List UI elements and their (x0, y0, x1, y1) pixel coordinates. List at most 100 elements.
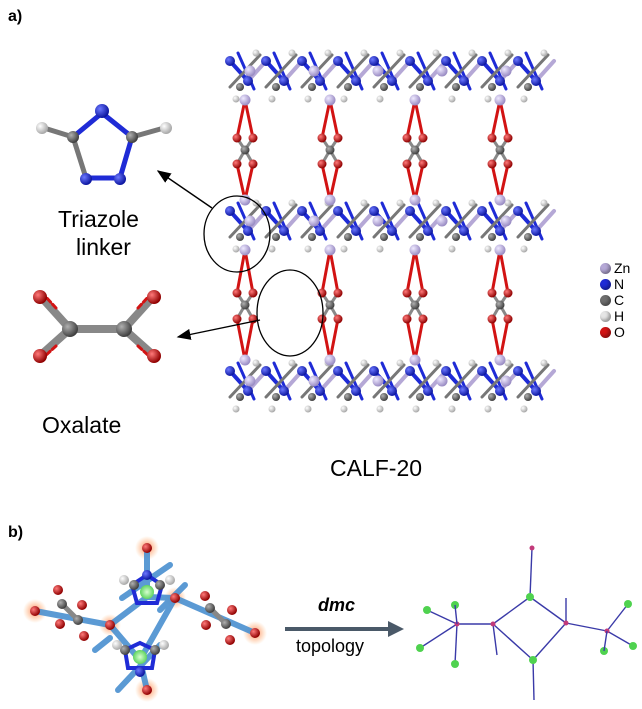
hydrogen-atom (432, 49, 440, 57)
triazole-label-line2: linker (76, 234, 131, 260)
nitrogen-atom (279, 226, 289, 236)
hydrogen-atom (540, 359, 548, 367)
calf20-framework (225, 49, 556, 413)
nitrogen-atom (369, 56, 379, 66)
hydrogen-atom (484, 405, 492, 413)
oxygen-atom (333, 159, 343, 169)
nitrogen-atom (459, 386, 469, 396)
hydrogen-atom (520, 405, 528, 413)
hydrogen-atom (468, 359, 476, 367)
nitrogen-atom (261, 206, 271, 216)
hydrogen-atom (504, 49, 512, 57)
zinc-atom (239, 94, 251, 106)
hydrogen-atom (268, 245, 276, 253)
nitrogen-atom (531, 226, 541, 236)
topology-label: topology (296, 636, 365, 656)
dmc-label: dmc (318, 595, 356, 615)
hydrogen-atom (540, 199, 548, 207)
oxygen-atom (317, 133, 327, 143)
carbon-atom (272, 83, 280, 91)
dmc-topology-net (419, 547, 634, 701)
oxygen-atom (487, 288, 497, 298)
nitrogen-atom (477, 56, 487, 66)
carbon-atom (410, 300, 420, 310)
oxygen-atom (402, 314, 412, 324)
nitrogen-atom (261, 366, 271, 376)
hydrogen-atom (468, 199, 476, 207)
oxygen-atom (248, 288, 258, 298)
nitrogen-atom (351, 76, 361, 86)
hydrogen-atom (376, 245, 384, 253)
oxygen-atom (487, 133, 497, 143)
nitrogen-atom (279, 76, 289, 86)
hydrogen-atom (324, 49, 332, 57)
panel-a-label: a) (8, 8, 23, 25)
hydrogen-atom (288, 199, 296, 207)
nitrogen-atom (513, 56, 523, 66)
carbon-atom (416, 393, 424, 401)
zinc-atom (494, 94, 506, 106)
oxygen-atom (232, 314, 242, 324)
nitrogen-atom (333, 206, 343, 216)
carbon-atom (488, 233, 496, 241)
nitrogen-atom (441, 56, 451, 66)
oxygen-atom (418, 133, 428, 143)
zinc-atom (494, 194, 506, 206)
carbon-atom (495, 145, 505, 155)
nitrogen-atom (387, 386, 397, 396)
zinc-atom (324, 354, 336, 366)
nitrogen-atom (297, 366, 307, 376)
nitrogen-atom (405, 206, 415, 216)
oxygen-atom (418, 288, 428, 298)
oxygen-atom (503, 159, 513, 169)
zinc-atom (308, 65, 320, 77)
nitrogen-atom (459, 226, 469, 236)
carbon-atom (325, 300, 335, 310)
zinc-atom (436, 375, 448, 387)
carbon-atom (344, 233, 352, 241)
legend-symbol: C (614, 292, 625, 308)
hydrogen-atom (360, 199, 368, 207)
oxygen-atom (503, 133, 513, 143)
nitrogen-atom (315, 226, 325, 236)
triazole-label: Triazole (58, 206, 139, 232)
carbon-atom (240, 300, 250, 310)
oxygen-atom (248, 159, 258, 169)
topology-extra-link-2 (603, 630, 608, 652)
hydrogen-atom (448, 95, 456, 103)
nitrogen-atom (531, 76, 541, 86)
o-dot-icon (600, 326, 611, 338)
c-dot-icon (600, 294, 611, 306)
zinc-atom (409, 354, 421, 366)
zinc-atom (244, 215, 256, 227)
panel-b-label: b) (8, 524, 24, 541)
carbon-atom (495, 300, 505, 310)
carbon-atom (240, 145, 250, 155)
hydrogen-atom (520, 95, 528, 103)
oxalate-molecule (33, 290, 161, 363)
hydrogen-atom (288, 359, 296, 367)
hydrogen-atom (504, 199, 512, 207)
carbon-atom (308, 393, 316, 401)
zinc-atom (372, 215, 384, 227)
hydrogen-atom (468, 49, 476, 57)
zinc-atom (494, 244, 506, 256)
nitrogen-atom (441, 206, 451, 216)
oxygen-atom (487, 314, 497, 324)
hydrogen-atom (396, 359, 404, 367)
topology-arrow (285, 621, 404, 637)
hydrogen-atom (540, 49, 548, 57)
nitrogen-atom (495, 386, 505, 396)
hydrogen-atom (232, 405, 240, 413)
carbon-atom (380, 233, 388, 241)
legend-item-c: C (600, 292, 624, 308)
triazole-arrow (156, 170, 213, 209)
nitrogen-atom (225, 56, 235, 66)
carbon-atom (488, 393, 496, 401)
triazole-highlight-ellipse (203, 195, 271, 273)
nitrogen-atom (495, 76, 505, 86)
nitrogen-atom (297, 56, 307, 66)
zinc-atom (324, 244, 336, 256)
zinc-atom (436, 65, 448, 77)
zinc-atom (324, 94, 336, 106)
